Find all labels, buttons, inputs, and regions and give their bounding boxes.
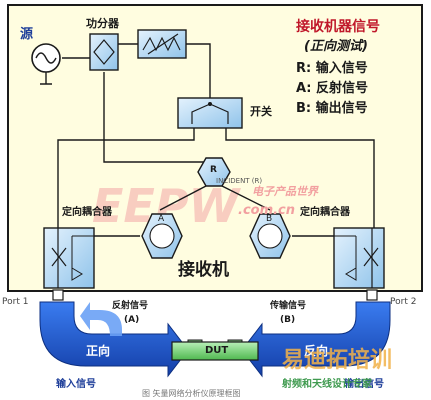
left-coupler-symbol	[43, 227, 95, 289]
signal-flow-arrows	[39, 301, 391, 378]
diagram-title: 接收机器信号	[296, 19, 380, 35]
training-watermark: 易迪拓培训	[282, 348, 393, 373]
receiver-b-label: B	[266, 214, 273, 224]
input-signal-label: 输入信号	[56, 379, 96, 390]
transmitted-signal-label: 传输信号	[270, 301, 307, 311]
source-label: 源	[20, 27, 34, 42]
port1-connector	[52, 289, 64, 301]
receiver-a-label: A	[158, 214, 165, 224]
power-divider-symbol	[89, 33, 119, 71]
reverse-label: 反向	[304, 344, 329, 358]
transmitted-tag-label: (B)	[280, 315, 296, 325]
receiver-a-symbol	[141, 213, 183, 259]
training-sub-watermark: 射频和天线设计专家	[282, 379, 372, 390]
figure-caption: 图 矢量网络分析仪原理框图	[142, 389, 241, 398]
dut-label: DUT	[205, 345, 229, 356]
receiver-b-symbol	[249, 213, 291, 259]
switch-symbol	[177, 97, 243, 129]
right-coupler-symbol	[333, 227, 385, 289]
port1-label: Port 1	[2, 297, 29, 307]
reflected-tag-label: (A)	[124, 315, 140, 325]
legend-a: A: 反射信号	[296, 81, 369, 96]
incident-label: INCIDENT (R)	[216, 177, 263, 185]
diagram-subtitle: (正向测试)	[304, 39, 368, 54]
forward-label: 正向	[86, 344, 111, 358]
receiver-r-symbol	[197, 157, 231, 187]
dut-box	[171, 341, 259, 361]
port2-connector	[366, 289, 378, 301]
attenuator-symbol	[137, 29, 187, 59]
receiver-r-label: R	[210, 165, 217, 175]
switch-label: 开关	[250, 105, 272, 118]
reflected-signal-label: 反射信号	[112, 301, 149, 311]
forward-arrow	[39, 301, 189, 378]
left-coupler-label: 定向耦合器	[62, 207, 112, 218]
signal-source-symbol	[31, 43, 61, 85]
legend-b: B: 输出信号	[296, 101, 368, 116]
port2-label: Port 2	[390, 297, 417, 307]
eepw-cn-watermark: 电子产品世界	[252, 185, 318, 198]
output-signal-label: 输出信号	[344, 379, 384, 390]
power-divider-label: 功分器	[86, 17, 119, 30]
eepw-domain-watermark: .com.cn	[238, 203, 296, 218]
right-coupler-label: 定向耦合器	[300, 207, 350, 218]
legend-r: R: 输入信号	[296, 61, 368, 76]
receiver-label: 接收机	[178, 260, 229, 280]
signal-wiring	[57, 43, 375, 237]
reverse-arrow	[241, 301, 391, 378]
